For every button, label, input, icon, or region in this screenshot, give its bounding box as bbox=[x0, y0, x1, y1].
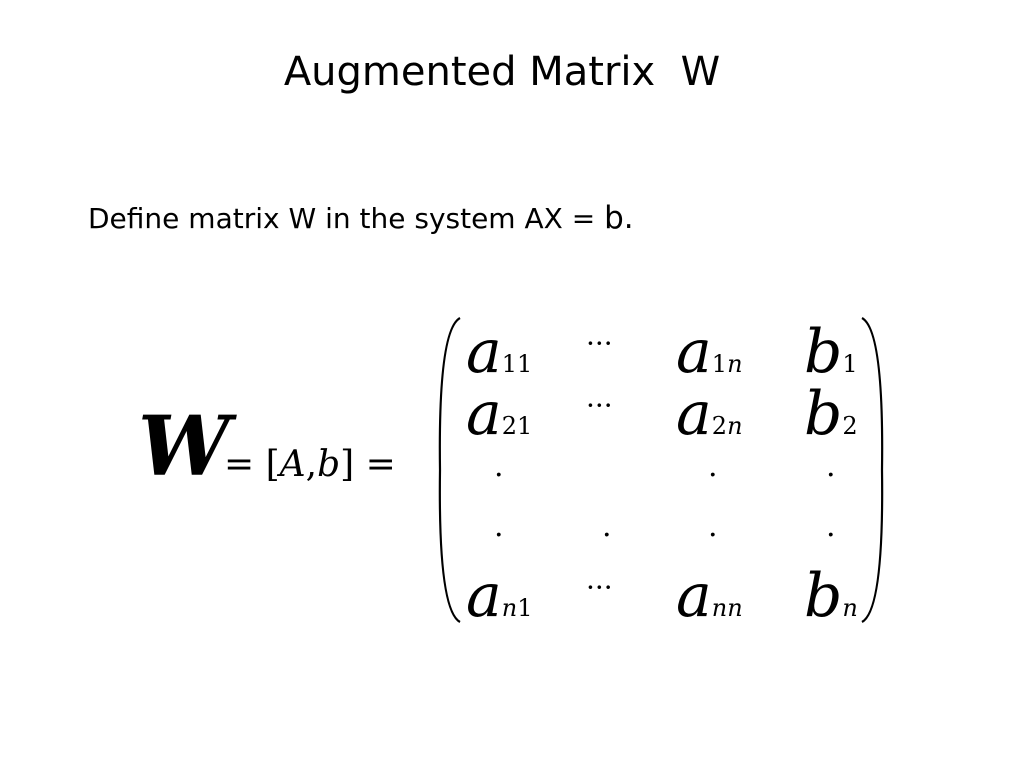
right-paren bbox=[861, 317, 884, 623]
matrix-cell-an1: an1 bbox=[466, 561, 533, 631]
symbol-b-lower: b bbox=[317, 444, 341, 485]
matrix-dot: . bbox=[708, 449, 718, 484]
lhs-definition: = [A,b] = bbox=[224, 447, 396, 483]
matrix-ellipsis-rn: ··· bbox=[586, 571, 613, 604]
comma: , bbox=[305, 444, 318, 485]
definition-statement: Define matrix W in the system AX = b. bbox=[88, 203, 634, 234]
statement-ax: AX = bbox=[524, 202, 605, 235]
matrix-ellipsis-r2: ··· bbox=[586, 389, 613, 422]
matrix-cell-b2: b2 bbox=[804, 379, 858, 449]
matrix-cell-a1n: a1n bbox=[676, 317, 743, 387]
matrix-dot: . bbox=[826, 509, 836, 544]
matrix-dot: . bbox=[494, 509, 504, 544]
matrix-cell-a21: a21 bbox=[466, 379, 533, 449]
statement-text-2: in the system bbox=[316, 202, 525, 235]
matrix-dot: . bbox=[494, 449, 504, 484]
matrix-dot: . bbox=[826, 449, 836, 484]
statement-w: W bbox=[288, 202, 317, 235]
matrix-cell-a2n: a2n bbox=[676, 379, 743, 449]
left-paren bbox=[438, 317, 461, 623]
statement-b: b. bbox=[604, 200, 634, 236]
matrix-cell-a11: a11 bbox=[466, 317, 533, 387]
matrix-cell-ann: ann bbox=[676, 561, 743, 631]
matrix-dot: . bbox=[602, 509, 612, 544]
bracket-close: ] bbox=[340, 444, 355, 485]
lhs-w-symbol: W bbox=[138, 399, 231, 495]
symbol-a-upper: A bbox=[279, 444, 306, 485]
slide-title: Augmented Matrix W bbox=[283, 49, 721, 95]
equals-sign-2: = bbox=[365, 444, 396, 485]
statement-text-1: Define matrix bbox=[88, 202, 289, 235]
matrix-dot: . bbox=[708, 509, 718, 544]
bracket-open: [ bbox=[265, 444, 280, 485]
matrix-ellipsis-r1: ··· bbox=[586, 327, 613, 360]
matrix-cell-b1: b1 bbox=[804, 317, 858, 387]
matrix-cell-bn: bn bbox=[804, 561, 858, 631]
equals-sign-1: = bbox=[224, 444, 255, 485]
